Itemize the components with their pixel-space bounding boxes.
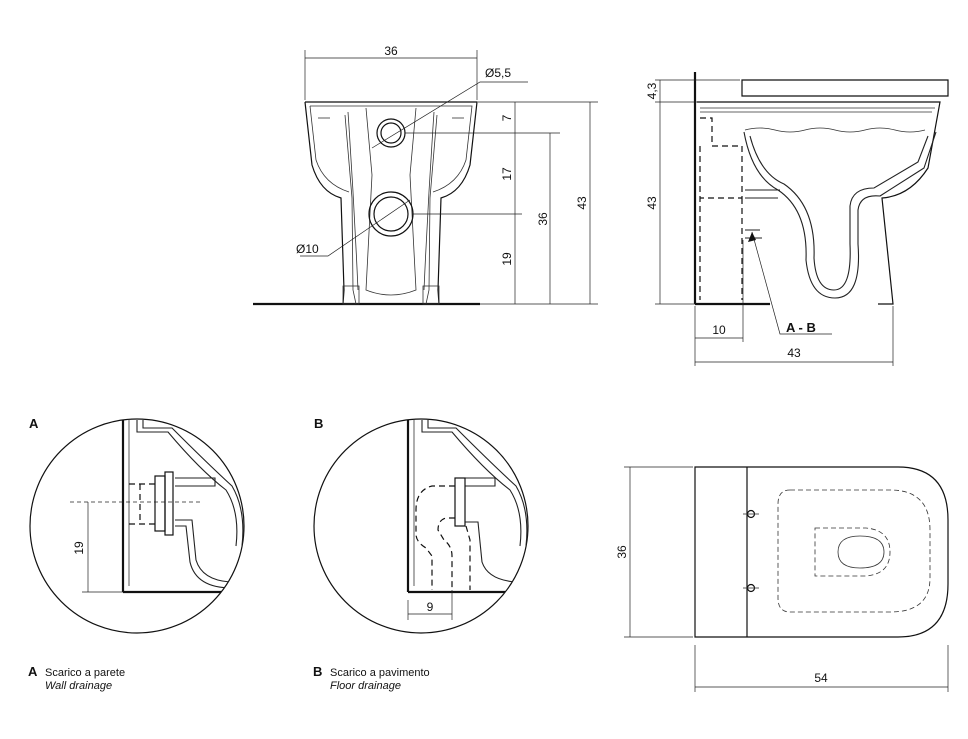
front-dim-mid-label: 17 <box>500 167 514 181</box>
detail-a: 19 <box>29 418 245 634</box>
detail-b-flange <box>454 477 466 527</box>
side-rim-line <box>700 107 935 113</box>
detail-b-bowl-pipe <box>421 420 528 547</box>
detail-a-outlet-pipe <box>175 477 233 589</box>
side-seat-lid <box>741 79 949 97</box>
side-trap-outer <box>743 131 937 299</box>
front-dim-top-label: 7 <box>500 114 514 121</box>
front-hole-small-inner <box>380 122 402 144</box>
top-view-drain <box>837 535 885 569</box>
top-view-outline <box>694 466 949 638</box>
front-foot-right <box>422 285 440 305</box>
side-body-outline <box>697 101 941 305</box>
detail-a-circle <box>29 418 245 634</box>
front-hole-small-label: Ø5,5 <box>485 66 511 80</box>
detail-a-dim-label: 19 <box>72 541 86 555</box>
front-view: 36 Ø5,5 Ø10 7 17 19 36 43 <box>253 44 598 306</box>
side-hidden-outlet <box>699 117 743 300</box>
front-hole-large-inner <box>373 196 409 232</box>
detail-a-flange <box>154 475 166 532</box>
side-dim-seat-label: 4,3 <box>645 82 659 99</box>
side-section-label: A - B <box>786 320 816 335</box>
top-view-bowl-hidden <box>814 527 891 577</box>
front-leader-large <box>300 199 411 257</box>
caption-b-english: Floor drainage <box>330 680 401 692</box>
front-hole-large-label: Ø10 <box>296 242 319 256</box>
detail-a-flange-outer <box>164 471 174 536</box>
side-view: 4,3 43 10 43 A - B <box>645 72 949 366</box>
detail-a-letter: A <box>29 416 39 431</box>
top-view-seat-hidden <box>777 489 931 613</box>
detail-b-circle <box>313 418 529 634</box>
detail-b-dim-label: 9 <box>427 600 434 614</box>
detail-b-hidden-elbow <box>415 485 471 590</box>
caption-b-italian: Scarico a pavimento <box>330 667 430 679</box>
caption-a: A Scarico a parete Wall drainage <box>28 665 125 693</box>
caption-b: B Scarico a pavimento Floor drainage <box>313 665 430 693</box>
top-view-dim-width-label: 36 <box>615 545 629 559</box>
front-foot-left <box>342 285 360 305</box>
side-dim-depth-label: 43 <box>787 346 801 360</box>
front-legs <box>344 107 438 305</box>
front-bowl-outline <box>304 101 478 305</box>
side-spigot <box>745 189 780 239</box>
side-dim-height-label: 43 <box>645 196 659 210</box>
front-leader-small <box>371 81 528 149</box>
detail-b-letter: B <box>314 416 324 431</box>
detail-b-outlet-pipe <box>465 477 517 583</box>
top-view-dim-length-label: 54 <box>814 671 828 685</box>
caption-a-letter: A <box>28 664 38 679</box>
detail-a-hidden-pipe <box>129 483 155 525</box>
front-dim-43-label: 43 <box>575 196 589 210</box>
side-dim-offset-label: 10 <box>712 323 726 337</box>
caption-a-english: Wall drainage <box>45 680 113 692</box>
front-hole-large <box>368 191 414 237</box>
detail-b: 9 <box>313 418 529 634</box>
side-seat-edge <box>744 127 926 133</box>
side-trap-inner <box>749 135 929 291</box>
detail-a-bowl-pipe <box>136 420 244 547</box>
front-rim-inner <box>309 105 473 193</box>
top-view: 36 54 <box>615 466 949 692</box>
front-dim-width-label: 36 <box>384 44 398 58</box>
side-section-arrow <box>748 232 756 242</box>
caption-b-letter: B <box>313 664 323 679</box>
front-dim-low-label: 19 <box>500 252 514 266</box>
front-dim-36-label: 36 <box>536 212 550 226</box>
side-section-leader <box>751 231 832 335</box>
caption-a-italian: Scarico a parete <box>45 667 126 679</box>
